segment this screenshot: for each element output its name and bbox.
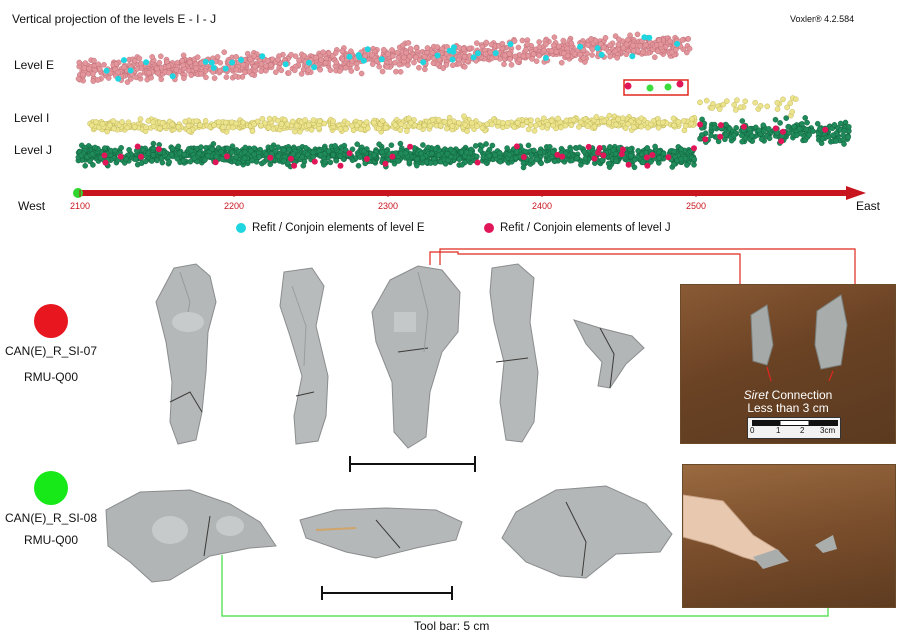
magenta-dot-icon bbox=[484, 223, 494, 233]
artifact-07-view-2 bbox=[279, 267, 329, 445]
sample-08-marker bbox=[34, 471, 68, 505]
refit-highlight-box bbox=[623, 79, 689, 96]
level-i-points bbox=[87, 95, 799, 135]
tick-label: 2400 bbox=[532, 201, 553, 211]
west-label: West bbox=[18, 199, 46, 213]
scale-bar-top bbox=[349, 456, 476, 472]
legend-refit-j-label: Refit / Conjoin elements of level J bbox=[500, 222, 671, 234]
plot-title: Vertical projection of the levels E - I … bbox=[12, 12, 217, 26]
caption-siret: Siret bbox=[743, 388, 769, 402]
artifact-08-view-1 bbox=[105, 489, 277, 583]
toolbar-note: Tool bar: 5 cm bbox=[414, 619, 490, 633]
software-version: Voxler® 4.2.584 bbox=[790, 14, 855, 24]
sample-07-id: CAN(E)_R_SI-07 bbox=[4, 344, 98, 358]
connection-distance: Less than 3 cm bbox=[747, 401, 829, 415]
in-situ-photo-bottom bbox=[682, 464, 896, 608]
axis-origin-marker bbox=[73, 188, 83, 198]
artifact-07-view-1 bbox=[155, 263, 217, 445]
vertical-projection-plot bbox=[73, 31, 866, 200]
sample-08-id: CAN(E)_R_SI-08 bbox=[4, 511, 98, 525]
artifact-07-view-5 bbox=[573, 319, 645, 389]
photo-scale-card: 0 1 2 3cm bbox=[747, 417, 841, 439]
legend-refit-e-label: Refit / Conjoin elements of level E bbox=[252, 222, 425, 234]
east-label: East bbox=[856, 199, 881, 213]
artifact-07-view-4 bbox=[489, 263, 539, 443]
axis-ticks bbox=[79, 190, 697, 197]
tick-label: 2300 bbox=[378, 201, 399, 211]
sample-07-marker bbox=[34, 304, 68, 338]
connection-caption: Siret Connection bbox=[681, 389, 895, 402]
axis-arrowhead bbox=[846, 186, 866, 200]
scale-2: 2 bbox=[800, 426, 805, 435]
scale-1: 1 bbox=[776, 426, 781, 435]
scale-0: 0 bbox=[750, 426, 755, 435]
refit-points bbox=[101, 34, 829, 169]
level-i-label: Level I bbox=[14, 111, 50, 125]
scale-3cm: 3cm bbox=[820, 426, 836, 435]
caption-connection: Connection bbox=[768, 388, 833, 402]
level-j-label: Level J bbox=[14, 143, 53, 157]
sample-07-unit: RMU-Q00 bbox=[23, 370, 78, 384]
cyan-dot-icon bbox=[236, 223, 246, 233]
legend-refit-e: Refit / Conjoin elements of level E bbox=[236, 222, 425, 234]
artifact-08-view-2 bbox=[299, 507, 463, 559]
legend-refit-j: Refit / Conjoin elements of level J bbox=[484, 222, 671, 234]
tick-label: 2500 bbox=[686, 201, 707, 211]
tick-label: 2100 bbox=[70, 201, 91, 211]
level-e-label: Level E bbox=[14, 58, 55, 72]
scale-bar-bottom bbox=[321, 586, 453, 600]
artifact-08-view-3 bbox=[501, 485, 673, 579]
in-situ-photo-top: Siret Connection Less than 3 cm 0 1 2 3c… bbox=[680, 284, 896, 444]
tick-label: 2200 bbox=[224, 201, 245, 211]
sample-08-unit: RMU-Q00 bbox=[23, 533, 78, 547]
artifact-07-view-3 bbox=[371, 265, 461, 449]
